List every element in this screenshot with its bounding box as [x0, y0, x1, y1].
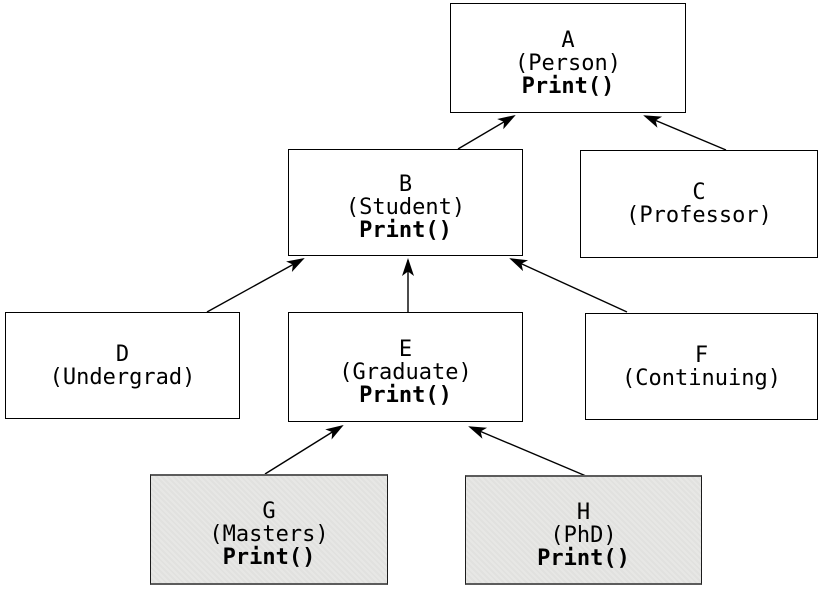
node-title: B — [398, 172, 413, 197]
node-title: C — [692, 180, 706, 205]
node-subtitle: (PhD) — [550, 522, 617, 548]
node-title: A — [561, 27, 575, 53]
edge-g-e — [264, 424, 344, 475]
edge-d-b — [206, 258, 305, 313]
node-method: Print() — [359, 382, 452, 408]
node-h-phd: H (PhD) Print() — [465, 475, 702, 585]
node-subtitle: (Undergrad) — [49, 364, 196, 390]
node-title: D — [115, 341, 130, 367]
node-title: E — [398, 336, 413, 362]
node-title: F — [694, 342, 709, 368]
node-subtitle: (Continuing) — [622, 365, 781, 391]
edge-h-e — [468, 426, 587, 477]
node-a-person: A (Person) Print() — [450, 3, 686, 113]
edge-b-a — [457, 114, 516, 150]
node-subtitle: (Graduate) — [339, 359, 472, 385]
node-d-undergrad: D (Undergrad) — [5, 312, 240, 419]
node-title: H — [576, 499, 591, 525]
node-g-masters: G (Masters) Print() — [150, 474, 388, 585]
node-f-continuing: F (Continuing) — [585, 313, 818, 420]
node-subtitle: (Masters) — [209, 522, 329, 547]
node-b-student: B (Student) Print() — [288, 149, 523, 256]
node-title: G — [262, 499, 276, 524]
node-e-graduate: E (Graduate) Print() — [288, 312, 523, 422]
node-subtitle: (Person) — [515, 50, 621, 76]
edge-f-b — [509, 258, 628, 313]
node-subtitle: (Professor) — [626, 203, 772, 228]
node-method: Print() — [521, 73, 615, 99]
node-method: Print() — [222, 545, 316, 570]
node-method: Print() — [537, 545, 630, 571]
node-c-professor: C (Professor) — [580, 150, 818, 258]
edge-c-a — [643, 115, 727, 151]
node-method: Print() — [359, 218, 452, 243]
node-subtitle: (Student) — [345, 195, 466, 220]
